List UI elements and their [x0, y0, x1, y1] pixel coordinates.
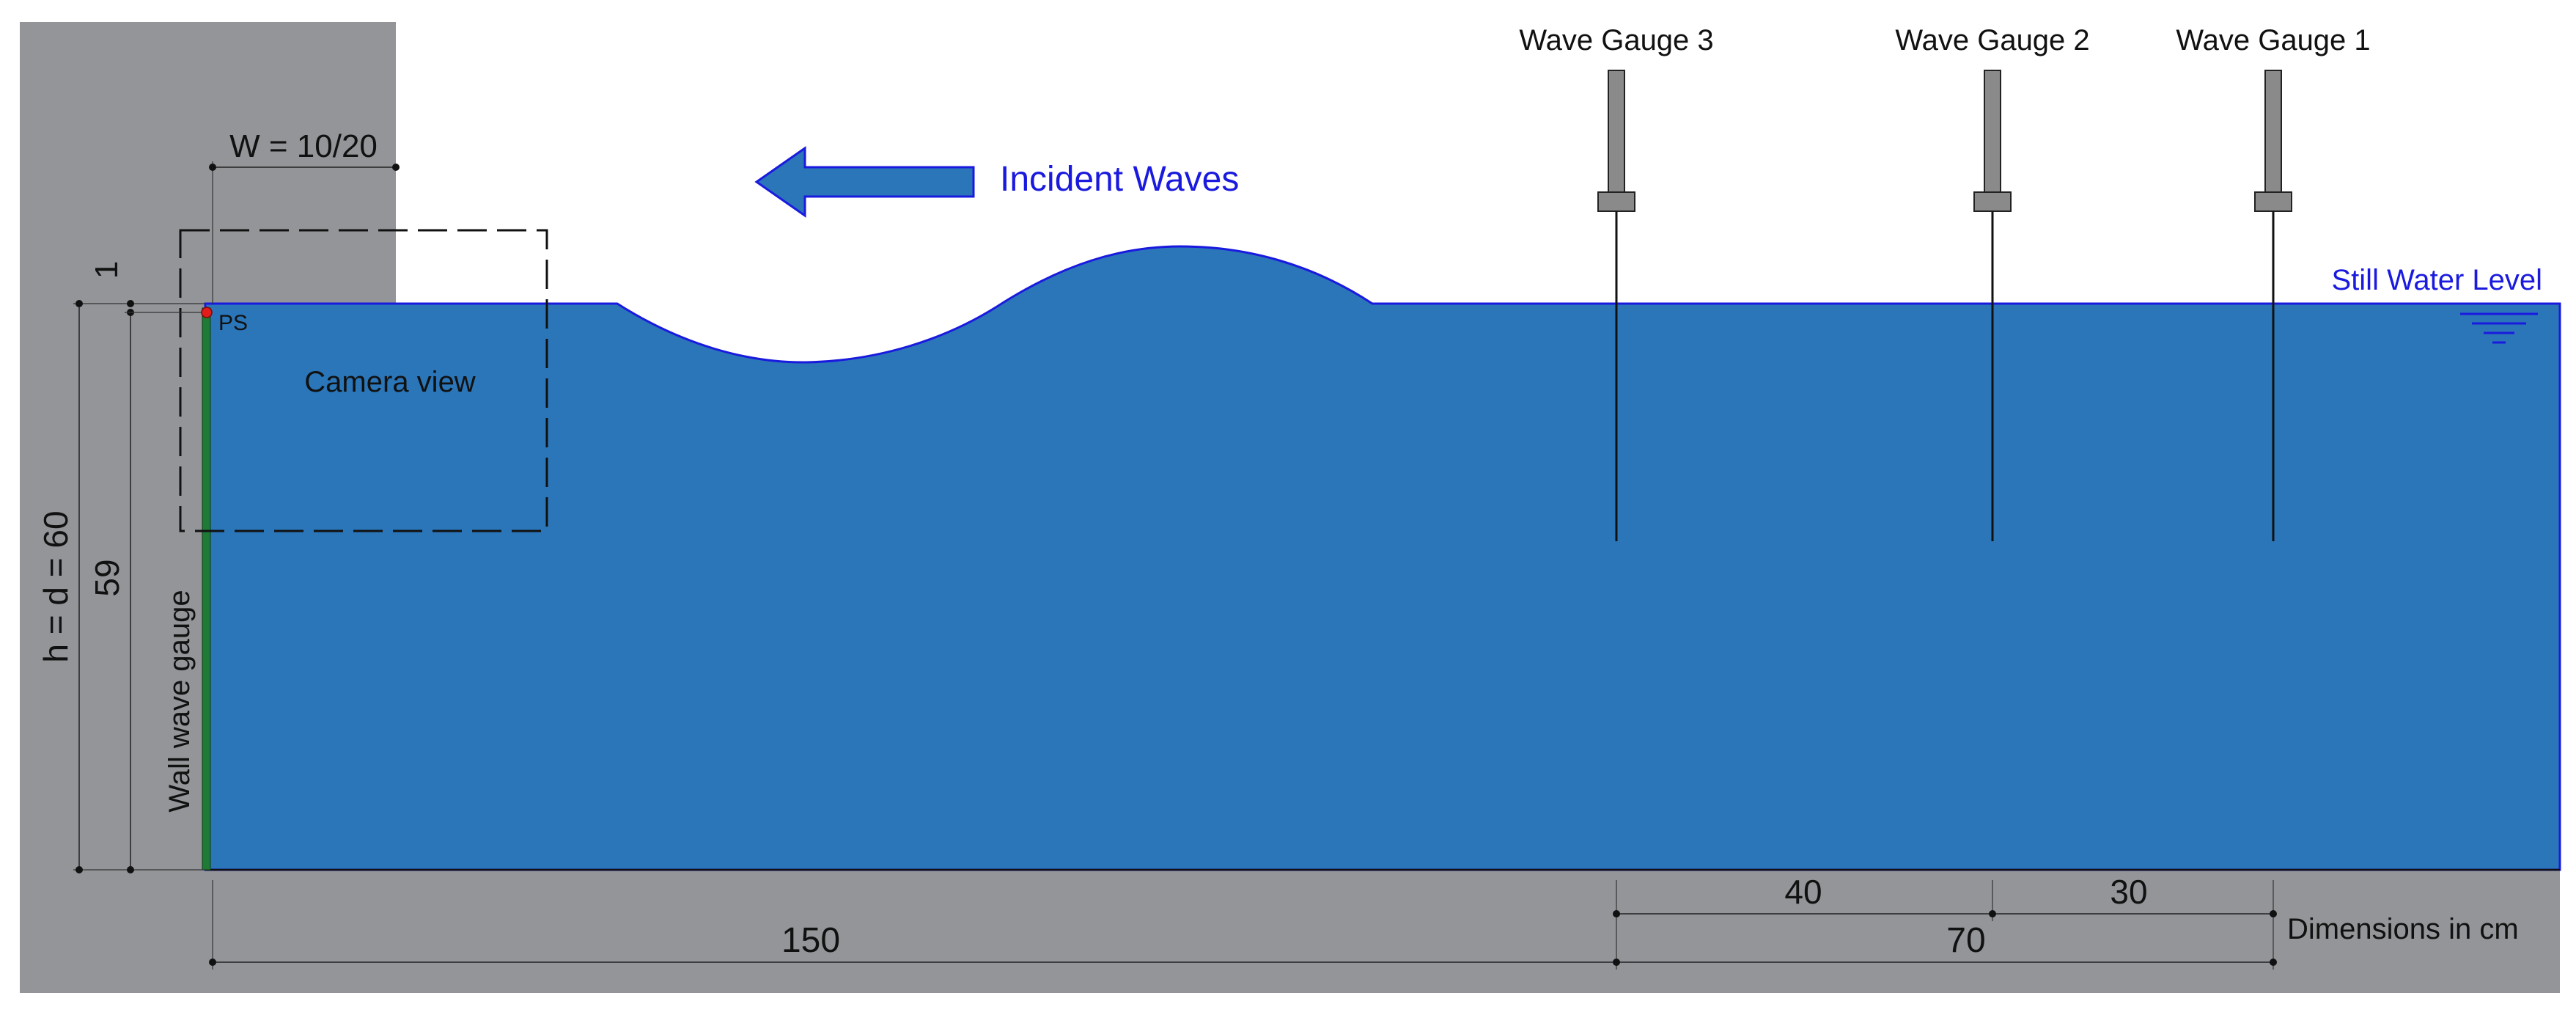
depth-tick-bottom: [76, 866, 83, 873]
still-water-level-label: Still Water Level: [2332, 264, 2543, 296]
still-water-level-icon: [2460, 312, 2538, 344]
ps-label: PS: [218, 311, 248, 335]
gauge2-gauge1-dimension-label: 30: [2110, 873, 2147, 911]
camera-view-label: Camera view: [304, 366, 476, 398]
gauge3-gauge1-dimension-label: 70: [1946, 921, 1985, 960]
wall-gauge3-dimension-label: 150: [781, 921, 840, 960]
tick-40-right: [1989, 910, 1996, 917]
tick-150-left: [209, 959, 216, 966]
gauge3-gauge2-dimension-label: 40: [1784, 873, 1822, 911]
wave-gauge-2-label: Wave Gauge 2: [1895, 24, 2089, 56]
tick-150-right: [1613, 959, 1620, 966]
gauge-span-dimension-label: 59: [88, 559, 126, 596]
tick-30-right: [2270, 910, 2277, 917]
tick-70-right: [2270, 959, 2277, 966]
depth-tick-top: [76, 300, 83, 307]
width-tick-right: [392, 164, 400, 171]
tank-wall: [20, 22, 2560, 993]
incident-waves-label: Incident Waves: [1000, 160, 1239, 199]
width-tick-left: [209, 164, 216, 171]
width-dimension-label: W = 10/20: [229, 128, 378, 164]
wave-gauge-3-label: Wave Gauge 3: [1519, 24, 1713, 56]
wave-gauge-1-label: Wave Gauge 1: [2176, 24, 2370, 56]
wave-gauge-1: [2254, 70, 2292, 541]
dimensions-note: Dimensions in cm: [2287, 913, 2519, 945]
wave-gauge-2: [1973, 70, 2012, 541]
depth-dimension-label: h = d = 60: [37, 510, 75, 662]
wall-wave-gauge: [202, 307, 211, 871]
gauge-span-tick-bottom: [127, 866, 134, 873]
incident-waves-arrow: [754, 146, 975, 218]
tick-40-left: [1613, 910, 1620, 917]
freeboard-tick: [127, 300, 134, 307]
freeboard-dimension-label: 1: [89, 261, 125, 279]
wall-wave-gauge-label: Wall wave gauge: [163, 590, 196, 812]
pressure-sensor: [201, 307, 213, 318]
wave-gauge-3: [1597, 70, 1635, 541]
water-body: [204, 245, 2561, 871]
camera-view-box: [179, 229, 548, 532]
